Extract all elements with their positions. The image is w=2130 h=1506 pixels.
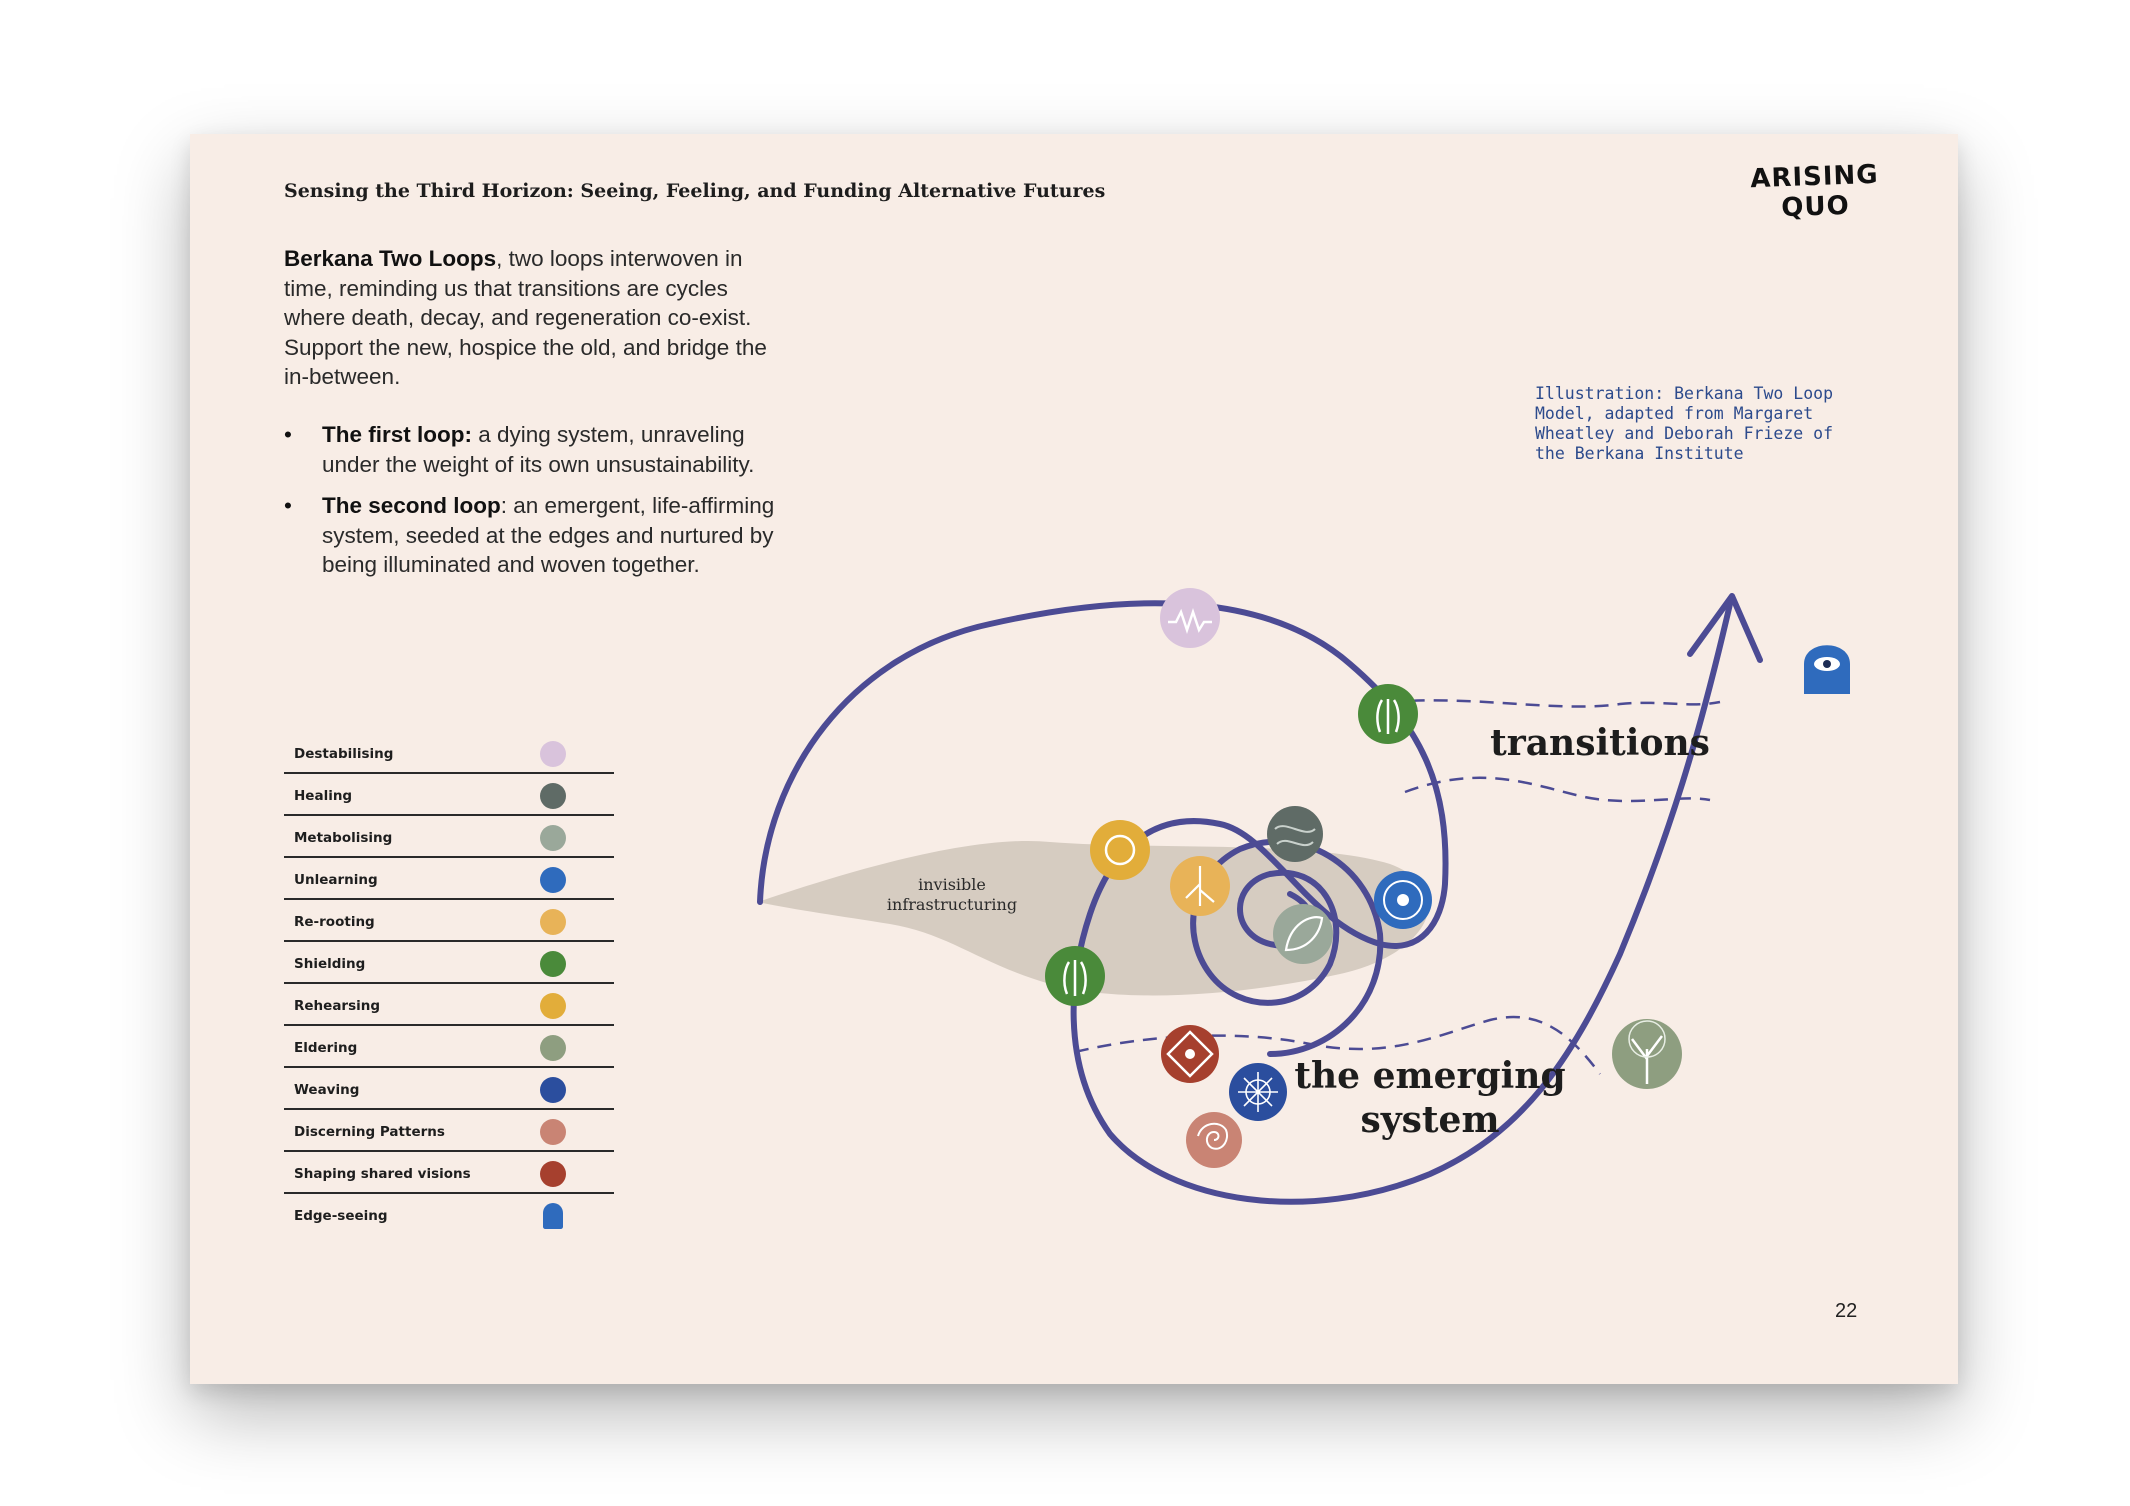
label-system: system xyxy=(1360,1099,1499,1141)
label-invisible: invisible xyxy=(918,875,986,894)
texture-icon xyxy=(540,783,566,809)
intro-paragraph: Berkana Two Loops, two loops interwoven … xyxy=(284,244,784,392)
intro-text: , two loops interwoven in time, remindin… xyxy=(284,246,767,389)
legend-row: Destabilising xyxy=(284,732,614,774)
zigzag-icon xyxy=(540,741,566,767)
legend-row: Unlearning xyxy=(284,858,614,900)
legend-row: Eldering xyxy=(284,1026,614,1068)
legend-row: Edge-seeing xyxy=(284,1194,614,1234)
intro-heading: Berkana Two Loops xyxy=(284,246,497,271)
tree-icon xyxy=(540,1035,566,1061)
legend-label: Discerning Patterns xyxy=(294,1124,445,1140)
dashed-line-upper xyxy=(1364,699,1721,708)
tree-icon xyxy=(1612,1019,1682,1089)
spiral-icon xyxy=(1186,1112,1242,1168)
leaf-icon xyxy=(1273,904,1333,964)
plant-icon xyxy=(1045,946,1105,1006)
first-loop-path xyxy=(757,600,1733,1205)
legend-row: Shaping shared visions xyxy=(284,1152,614,1194)
arrow-head xyxy=(1687,593,1763,663)
document-page: Sensing the Third Horizon: Seeing, Feeli… xyxy=(190,134,1958,1384)
loop-text: : an emergent, life-affirming system, se… xyxy=(322,493,775,577)
page-number: 22 xyxy=(1835,1300,1858,1322)
roots-icon xyxy=(540,909,566,935)
legend-label: Destabilising xyxy=(294,746,394,762)
legend-label: Eldering xyxy=(294,1040,358,1056)
zigzag-icon xyxy=(1160,588,1220,648)
illustration-caption: Illustration: Berkana Two Loop Model, ad… xyxy=(1535,384,1834,463)
texture-icon xyxy=(1267,806,1323,862)
roots-icon xyxy=(1170,856,1230,916)
dashed-line-middle xyxy=(1404,776,1711,803)
legend-label: Edge-seeing xyxy=(294,1208,388,1224)
legend-label: Unlearning xyxy=(294,872,378,888)
legend-label: Shaping shared visions xyxy=(294,1166,471,1182)
list-item: The first loop: a dying system, unraveli… xyxy=(284,420,784,479)
web-icon xyxy=(1229,1063,1287,1121)
legend-row: Rehearsing xyxy=(284,984,614,1026)
list-item: The second loop: an emergent, life-affir… xyxy=(284,491,784,580)
label-infrastructuring: infrastructuring xyxy=(887,895,1017,914)
cycle-icon xyxy=(1090,820,1150,880)
loop-term: The second loop xyxy=(322,493,501,518)
starburst-icon xyxy=(540,867,566,893)
cycle-icon xyxy=(540,993,566,1019)
label-emerging: the emerging xyxy=(1294,1055,1565,1097)
legend-label: Rehearsing xyxy=(294,998,381,1014)
label-transitions: transitions xyxy=(1490,722,1710,764)
eye-icon xyxy=(1804,645,1850,694)
two-loops-diagram: invisible infrastructuring transitions t… xyxy=(757,588,1850,1205)
legend-label: Metabolising xyxy=(294,830,393,846)
legend-row: Metabolising xyxy=(284,816,614,858)
eye-diamond-icon xyxy=(540,1161,566,1187)
web-icon xyxy=(540,1077,566,1103)
legend-label: Shielding xyxy=(294,956,366,972)
loop-term: The first loop: xyxy=(322,422,472,447)
legend-row: Shielding xyxy=(284,942,614,984)
legend-row: Weaving xyxy=(284,1068,614,1110)
plant-icon xyxy=(540,951,566,977)
plant-icon xyxy=(1358,684,1418,744)
legend-row: Re-rooting xyxy=(284,900,614,942)
loops-list: The first loop: a dying system, unraveli… xyxy=(284,420,784,592)
legend-row: Healing xyxy=(284,774,614,816)
loop-text: a dying system, unraveling under the wei… xyxy=(322,422,755,477)
starburst-icon xyxy=(1374,871,1432,929)
legend-label: Re-rooting xyxy=(294,914,375,930)
legend: Destabilising Healing Metabolising Unlea… xyxy=(284,732,614,1234)
page-header-title: Sensing the Third Horizon: Seeing, Feeli… xyxy=(284,180,1106,202)
legend-label: Weaving xyxy=(294,1082,360,1098)
inner-spiral-path xyxy=(1190,838,1384,1057)
legend-row: Discerning Patterns xyxy=(284,1110,614,1152)
legend-label: Healing xyxy=(294,788,353,804)
eye-icon xyxy=(543,1203,563,1229)
eye-diamond-icon xyxy=(1161,1025,1219,1083)
spiral-icon xyxy=(540,1119,566,1145)
leaf-icon xyxy=(540,825,566,851)
